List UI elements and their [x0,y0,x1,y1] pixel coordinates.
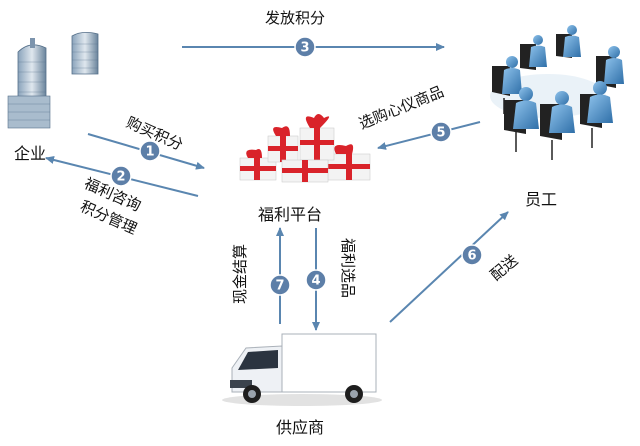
flow-label-3: 发放积分 [265,9,326,27]
gift-boxes-icon [239,114,371,183]
step-number-4: 4 [311,274,320,289]
node-label-enterprise: 企业 [14,144,47,163]
step-badge-3: 3 [294,36,316,58]
step-number-3: 3 [300,41,309,56]
step-badge-5: 5 [430,121,452,143]
step-badge-7: 7 [269,274,291,296]
step-number-1: 1 [145,145,154,160]
step-badge-4: 4 [305,269,327,291]
step-number-7: 7 [275,279,284,294]
node-label-supplier: 供应商 [276,418,325,437]
node-label-platform: 福利平台 [258,205,323,224]
step-number-2: 2 [116,170,125,185]
flow-arrow-5 [377,121,481,150]
meeting-figures-icon [490,25,624,160]
flow-label-7: 现金结算 [231,243,249,304]
step-badge-2: 2 [110,165,132,187]
flow-label-4: 福利选品 [339,238,357,299]
step-number-6: 6 [467,249,476,264]
step-badge-6: 6 [461,244,483,266]
flow-arrow-6 [389,211,509,323]
step-badge-1: 1 [139,140,161,162]
office-buildings-icon [7,32,99,129]
node-label-employee: 员工 [525,190,558,209]
step-number-5: 5 [436,126,445,141]
delivery-truck-icon [222,333,382,406]
